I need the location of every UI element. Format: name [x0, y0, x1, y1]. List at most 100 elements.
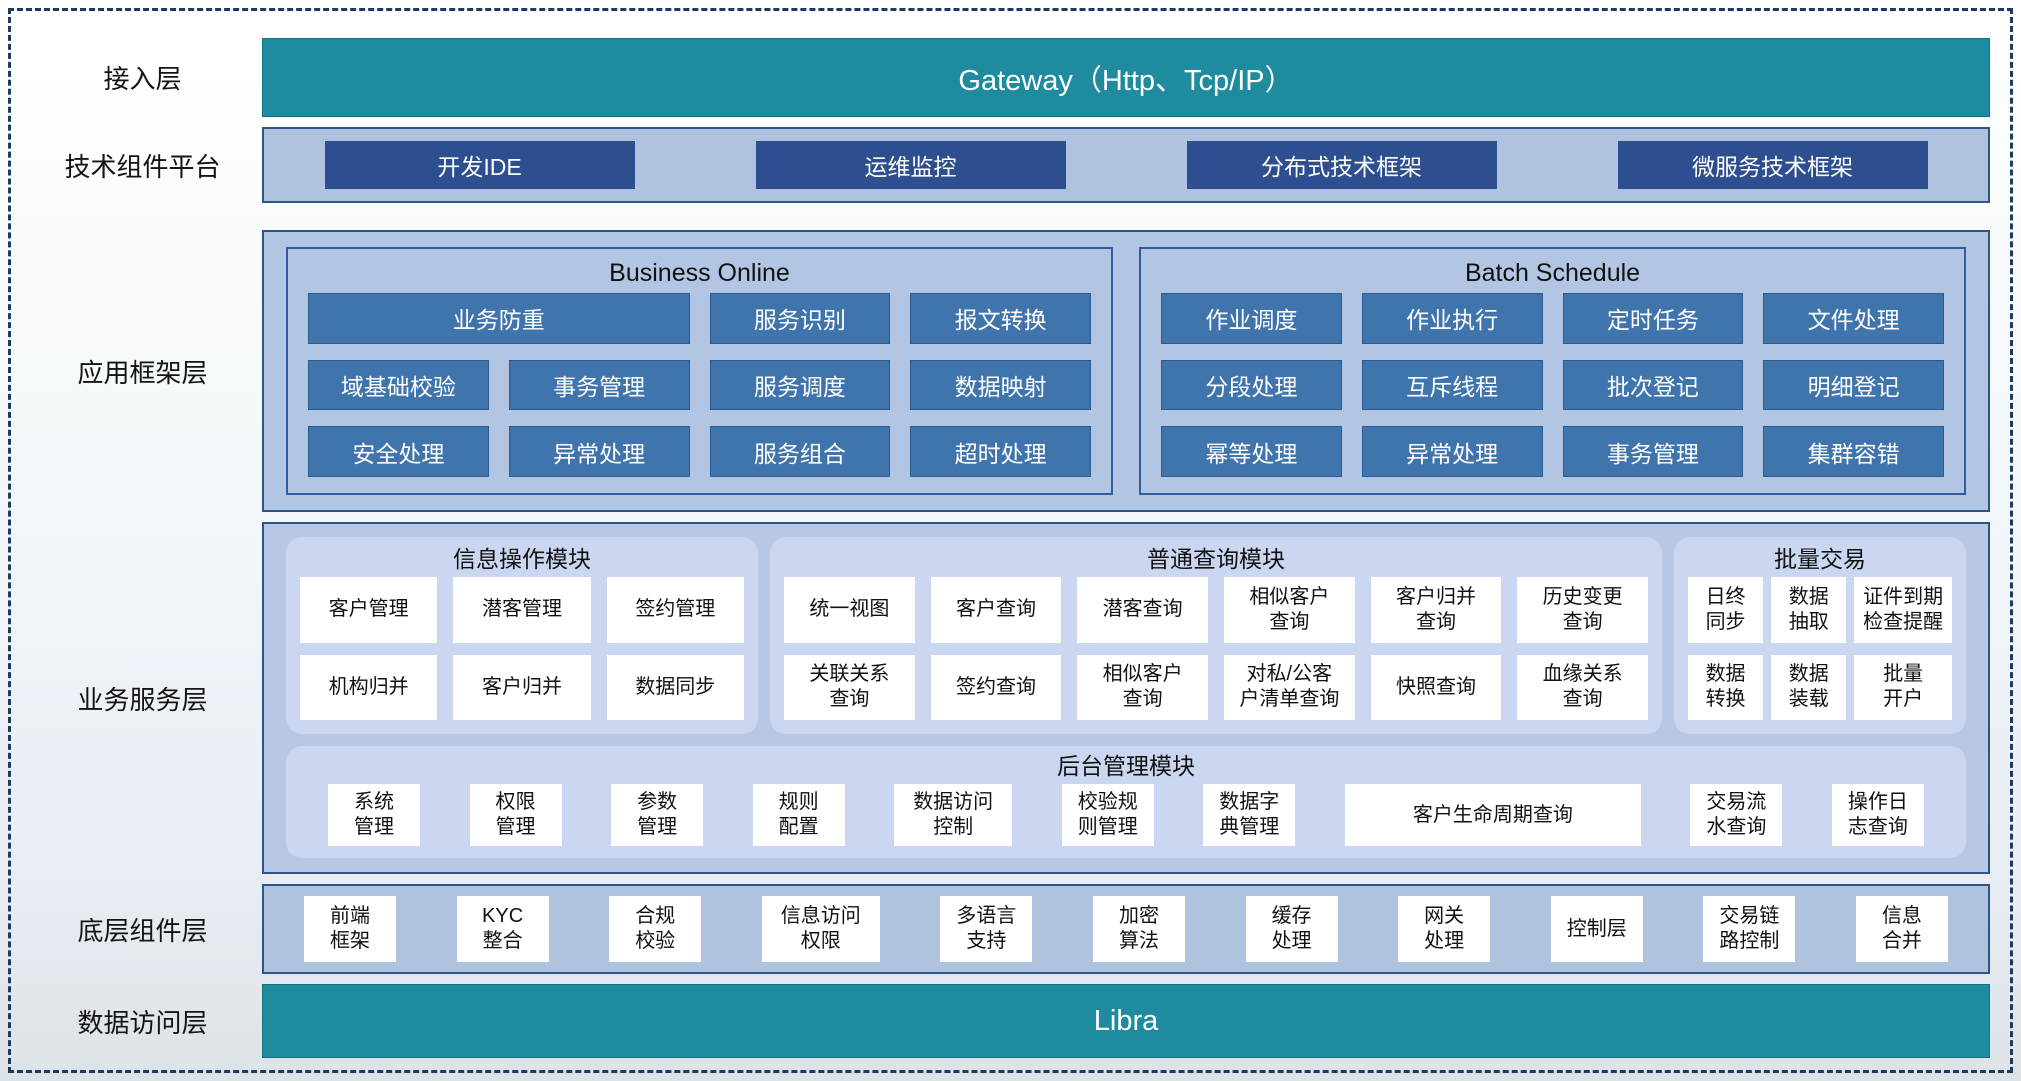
batch-trade-box: 数据 抽取 — [1771, 577, 1847, 643]
module-title-batch-trade: 批量交易 — [1774, 546, 1866, 572]
base-component-box: 控制层 — [1550, 896, 1643, 962]
business-online-box: 安全处理 — [308, 426, 489, 477]
business-online-box: 事务管理 — [508, 359, 690, 411]
base-component-box: 缓存 处理 — [1245, 896, 1338, 962]
batch-schedule-box: 幂等处理 — [1161, 426, 1342, 477]
panel-business-online: Business Online 业务防重服务识别报文转换域基础校验事务管理服务调… — [286, 247, 1113, 495]
admin-box: 数据访问 控制 — [894, 784, 1013, 846]
batch-trade-box: 批量 开户 — [1854, 654, 1952, 720]
batch-schedule-box: 集群容错 — [1763, 426, 1944, 477]
layer-label-access: 接入层 — [103, 64, 182, 94]
business-service-modules: 信息操作模块 客户管理潜客管理签约管理机构归并客户归并数据同步 普通查询模块 统… — [286, 537, 1966, 734]
admin-box: 操作日 志查询 — [1831, 784, 1924, 846]
base-component-box: 合规 校验 — [609, 896, 702, 962]
panel-batch-schedule: Batch Schedule 作业调度作业执行定时任务文件处理分段处理互斥线程批… — [1139, 247, 1966, 495]
module-title-info-ops: 信息操作模块 — [453, 546, 591, 572]
gateway-bar: Gateway（Http、Tcp/IP） — [262, 38, 1990, 117]
batch-trade-box: 数据 转换 — [1688, 654, 1764, 720]
base-components-row: 前端 框架 KYC 整合合规 校验信息访问 权限多语言 支持加密 算法缓存 处理网… — [262, 884, 1990, 974]
module-admin: 后台管理模块 系统 管理权限 管理参数 管理规则 配置数据访问 控制校验规 则管… — [286, 746, 1966, 858]
common-query-grid: 统一视图客户查询潜客查询相似客户 查询 客户归并 查询历史变更 查询关联关系 查询… — [784, 577, 1648, 720]
info-ops-box: 签约管理 — [606, 577, 744, 643]
batch-trade-grid: 日终 同步数据 抽取证件到期 检查提醒数据 转换数据 装载批量 开户 — [1688, 577, 1952, 720]
module-title-common-query: 普通查询模块 — [1147, 546, 1285, 572]
admin-box: 客户生命周期查询 — [1344, 784, 1641, 846]
layer-label-data-access: 数据访问层 — [77, 1007, 208, 1038]
module-title-admin: 后台管理模块 — [1057, 753, 1195, 779]
panel-title-business-online: Business Online — [609, 259, 790, 287]
tech-platform-box: 分布式技术框架 — [1186, 141, 1497, 189]
business-online-box: 服务识别 — [709, 293, 891, 344]
common-query-box: 客户查询 — [930, 577, 1062, 643]
tech-platform-row: 开发IDE 运维监控 分布式技术框架 微服务技术框架 — [262, 127, 1990, 203]
info-ops-box: 数据同步 — [606, 654, 744, 720]
panel-title-batch-schedule: Batch Schedule — [1464, 259, 1641, 287]
business-online-box: 业务防重 — [308, 293, 690, 344]
common-query-box: 快照查询 — [1370, 654, 1502, 720]
common-query-box: 客户归并 查询 — [1370, 577, 1502, 643]
app-framework-row: Business Online 业务防重服务识别报文转换域基础校验事务管理服务调… — [262, 230, 1990, 512]
business-online-box: 超时处理 — [910, 426, 1091, 477]
common-query-box: 相似客户 查询 — [1077, 654, 1208, 720]
admin-box: 交易流 水查询 — [1690, 784, 1783, 846]
batch-schedule-box: 明细登记 — [1763, 359, 1944, 411]
admin-box: 权限 管理 — [469, 784, 562, 846]
common-query-box: 血缘关系 查询 — [1517, 654, 1648, 720]
base-component-box: 网关 处理 — [1398, 896, 1491, 962]
common-query-box: 历史变更 查询 — [1517, 577, 1648, 643]
layer-label-tech-platform: 技术组件平台 — [64, 151, 221, 182]
admin-box: 数据字 典管理 — [1203, 784, 1296, 846]
module-common-query: 普通查询模块 统一视图客户查询潜客查询相似客户 查询 客户归并 查询历史变更 查询… — [770, 537, 1662, 734]
common-query-box: 签约查询 — [930, 654, 1062, 720]
info-ops-grid: 客户管理潜客管理签约管理机构归并客户归并数据同步 — [300, 577, 744, 720]
base-component-box: 信息访问 权限 — [761, 896, 880, 962]
module-batch-trade: 批量交易 日终 同步数据 抽取证件到期 检查提醒数据 转换数据 装载批量 开户 — [1674, 537, 1966, 734]
batch-schedule-grid: 作业调度作业执行定时任务文件处理分段处理互斥线程批次登记明细登记幂等处理异常处理… — [1161, 293, 1944, 477]
batch-schedule-box: 批次登记 — [1562, 359, 1744, 411]
base-component-box: 加密 算法 — [1092, 896, 1185, 962]
common-query-box: 潜客查询 — [1077, 577, 1208, 643]
batch-trade-box: 数据 装载 — [1771, 654, 1847, 720]
business-online-box: 服务调度 — [709, 359, 891, 411]
libra-bar: Libra — [262, 984, 1990, 1058]
batch-schedule-box: 定时任务 — [1562, 293, 1744, 344]
base-component-box: 信息 合并 — [1855, 896, 1948, 962]
business-online-box: 服务组合 — [709, 426, 891, 477]
module-info-ops: 信息操作模块 客户管理潜客管理签约管理机构归并客户归并数据同步 — [286, 537, 758, 734]
common-query-box: 统一视图 — [784, 577, 915, 643]
batch-schedule-box: 异常处理 — [1361, 426, 1543, 477]
batch-schedule-box: 作业执行 — [1361, 293, 1543, 344]
business-online-grid: 业务防重服务识别报文转换域基础校验事务管理服务调度数据映射安全处理异常处理服务组… — [308, 293, 1091, 477]
admin-box: 参数 管理 — [611, 784, 704, 846]
batch-schedule-box: 事务管理 — [1562, 426, 1744, 477]
business-online-box: 域基础校验 — [308, 359, 489, 411]
base-component-box: KYC 整合 — [456, 896, 549, 962]
business-service-row: 信息操作模块 客户管理潜客管理签约管理机构归并客户归并数据同步 普通查询模块 统… — [262, 522, 1990, 874]
info-ops-box: 机构归并 — [300, 654, 438, 720]
tech-platform-box: 运维监控 — [755, 141, 1066, 189]
base-component-box: 交易链 路控制 — [1703, 896, 1796, 962]
batch-trade-box: 证件到期 检查提醒 — [1854, 577, 1952, 643]
base-component-box: 前端 框架 — [304, 896, 396, 962]
base-component-box: 多语言 支持 — [940, 896, 1033, 962]
layer-label-business-service: 业务服务层 — [77, 684, 208, 715]
info-ops-box: 客户管理 — [300, 577, 438, 643]
common-query-box: 关联关系 查询 — [784, 654, 915, 720]
admin-box: 系统 管理 — [328, 784, 420, 846]
business-online-box: 异常处理 — [508, 426, 690, 477]
batch-schedule-box: 文件处理 — [1763, 293, 1944, 344]
business-online-box: 报文转换 — [910, 293, 1091, 344]
info-ops-box: 潜客管理 — [453, 577, 591, 643]
batch-schedule-box: 作业调度 — [1161, 293, 1342, 344]
common-query-box: 对私/公客 户清单查询 — [1224, 654, 1355, 720]
batch-schedule-box: 互斥线程 — [1361, 359, 1543, 411]
info-ops-box: 客户归并 — [453, 654, 591, 720]
layer-label-base-components: 底层组件层 — [77, 915, 208, 946]
business-online-box: 数据映射 — [910, 359, 1091, 411]
batch-trade-box: 日终 同步 — [1688, 577, 1764, 643]
tech-platform-box: 开发IDE — [324, 141, 635, 189]
batch-schedule-box: 分段处理 — [1161, 359, 1342, 411]
tech-platform-box: 微服务技术框架 — [1617, 141, 1928, 189]
layer-label-app-framework: 应用框架层 — [77, 357, 208, 388]
